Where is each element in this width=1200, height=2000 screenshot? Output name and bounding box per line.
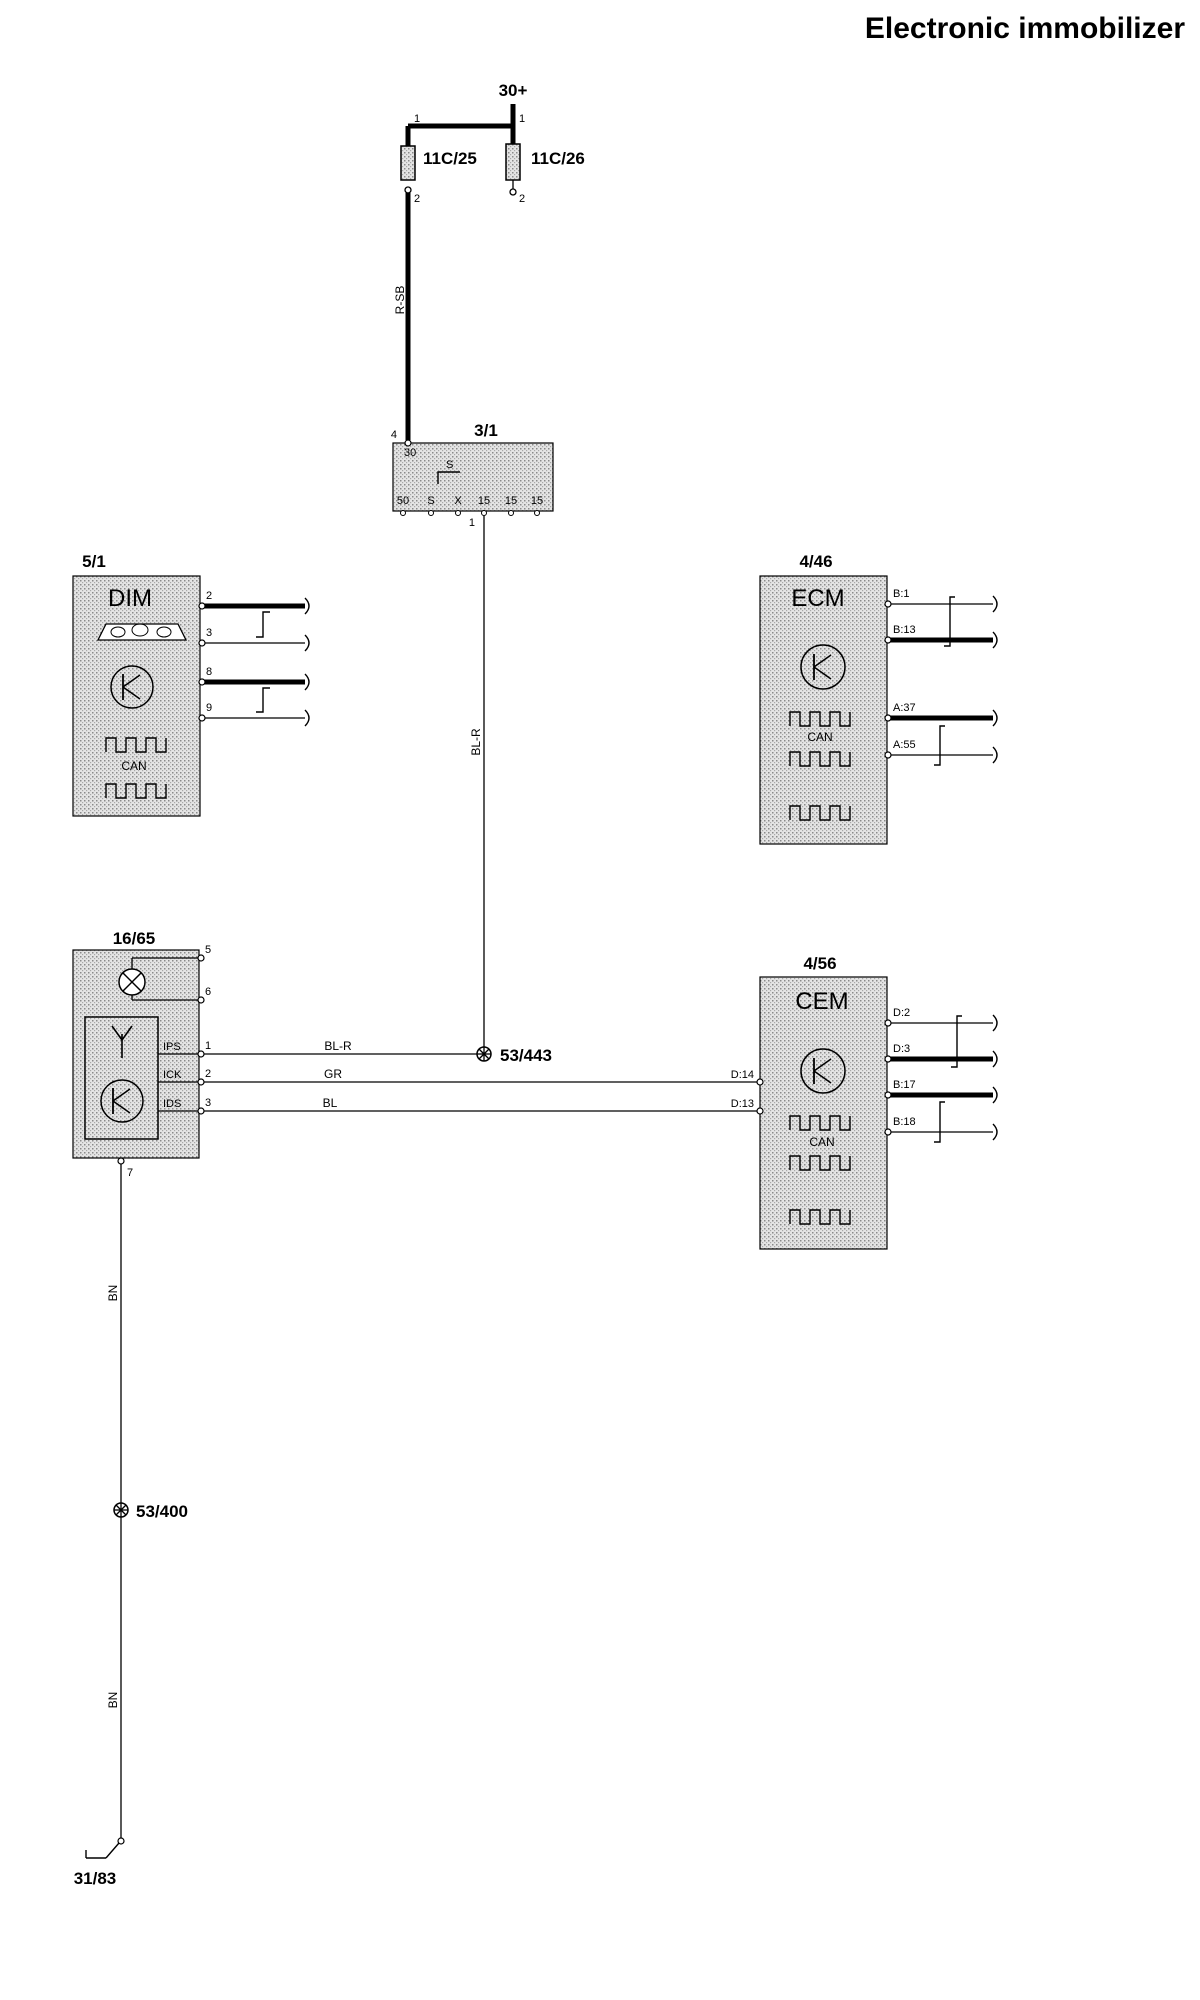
relay-pin-out: 1 [469, 517, 475, 529]
dim-pin-label: 9 [206, 702, 212, 714]
dim-can-label: CAN [121, 759, 146, 773]
ecm-pin-label: A:37 [893, 702, 916, 714]
fuse-11c-25: 1 2 11C/25 [400, 113, 477, 205]
splice-53-443 [476, 1046, 492, 1062]
can-pulse-icon [789, 751, 851, 767]
dim-ref-label: 5/1 [82, 552, 106, 571]
cem-ref-label: 4/56 [803, 954, 836, 973]
ecm-module: 4/46 ECM CAN [759, 552, 888, 845]
fuse-11c-25-label: 11C/25 [423, 149, 477, 168]
wire-label-r-sb: R-SB [393, 286, 407, 315]
cem-in-pin-label: D:13 [731, 1098, 754, 1110]
transistor-icon [800, 1048, 846, 1094]
can-pulse-icon [105, 737, 167, 753]
transistor-icon [100, 1079, 144, 1123]
fuse-11c-26-label: 11C/26 [531, 149, 585, 168]
dim-module: 5/1 DIM CAN [72, 552, 201, 817]
splice-label: 53/400 [136, 1502, 188, 1521]
ground-label: 31/83 [74, 1869, 117, 1888]
dim-pin-label: 2 [206, 590, 212, 602]
supply-label: 30+ [499, 81, 528, 100]
cem-pin-label: B:18 [893, 1116, 916, 1128]
relay-terminal: 15 [531, 495, 543, 507]
ground-symbol [85, 1837, 125, 1859]
wire-label-bn-lower: BN [106, 1692, 120, 1709]
can-pulse-icon [105, 783, 167, 799]
lamp-icon [118, 968, 146, 996]
cem-can-label: CAN [809, 1135, 834, 1149]
signal-ips-label: IPS [163, 1041, 181, 1053]
splice-53-400 [113, 1502, 129, 1518]
immobilizer-pin-label: 1 [205, 1040, 211, 1052]
immobilizer-pin-label: 6 [205, 986, 211, 998]
ecm-can-label: CAN [807, 730, 832, 744]
dim-pin-label: 3 [206, 627, 212, 639]
diagram-title: Electronic immobilizer [865, 12, 1185, 45]
ecm-pin-label: B:1 [893, 588, 910, 600]
cem-in-pin-label: D:14 [731, 1069, 754, 1081]
relay-label: 3/1 [474, 421, 498, 440]
immobilizer-pin-label: 3 [205, 1097, 211, 1109]
splice-label: 53/443 [500, 1046, 552, 1065]
cem-pin-label: D:3 [893, 1043, 910, 1055]
relay-terminal: 15 [478, 495, 490, 507]
transistor-icon [800, 644, 846, 690]
relay-inner-label: S [446, 459, 453, 471]
dim-name: DIM [108, 585, 152, 612]
can-pulse-icon [789, 711, 851, 727]
ecm-name: ECM [791, 585, 844, 612]
wire-label-ids: BL [323, 1096, 338, 1110]
ecm-ref-label: 4/46 [799, 552, 832, 571]
ecm-pin-label: A:55 [893, 739, 916, 751]
relay-top-terminal: 30 [404, 447, 416, 459]
can-pulse-icon [789, 1155, 851, 1171]
wire-label-bn-upper: BN [106, 1285, 120, 1302]
signal-ids-label: IDS [163, 1098, 181, 1110]
dim-pin-label: 8 [206, 666, 212, 678]
relay-pin-in: 4 [391, 429, 397, 441]
ecm-pin-label: B:13 [893, 624, 916, 636]
can-pulse-icon [789, 805, 851, 821]
fuse-11c-25-pin-bottom: 2 [414, 193, 420, 205]
cem-name: CEM [795, 988, 848, 1015]
fuse-11c-26-pin-bottom: 2 [519, 193, 525, 205]
immobilizer-pin-label: 2 [205, 1068, 211, 1080]
fuse-11c-26-pin-top: 1 [519, 113, 525, 125]
immobilizer-module: 16/65 IPS ICK IDS [72, 929, 200, 1159]
immobilizer-pins: 5 6 1 2 3 7 [117, 944, 211, 1179]
relay-3-1: 3/1 4 30 S 50 S X 15 15 15 1 [391, 421, 554, 529]
display-icon [96, 623, 188, 641]
can-pulse-icon [789, 1115, 851, 1131]
cem-module: 4/56 CEM CAN [759, 954, 888, 1250]
immobilizer-ref-label: 16/65 [113, 929, 156, 948]
wire-label-bl-r-vertical: BL-R [469, 728, 483, 756]
dim-pins: 2 3 8 9 [198, 590, 310, 727]
fuse-11c-26: 1 2 11C/26 [505, 113, 585, 205]
cem-input-pins: D:14 D:13 [731, 1069, 764, 1115]
transistor-icon [110, 665, 154, 709]
signal-ick-label: ICK [163, 1069, 182, 1081]
relay-terminal: 50 [397, 495, 409, 507]
wire-label-ick: GR [324, 1067, 342, 1081]
cem-pins: D:2 D:3 B:17 B:18 [884, 1007, 998, 1143]
relay-terminal: X [454, 495, 462, 507]
relay-terminal: S [427, 495, 434, 507]
relay-terminal-row: 50 S X 15 15 15 [397, 495, 543, 516]
immobilizer-pin-label: 5 [205, 944, 211, 956]
can-pulse-icon [789, 1209, 851, 1225]
antenna-icon [111, 1025, 133, 1058]
cem-pin-label: D:2 [893, 1007, 910, 1019]
ecm-pins: B:1 B:13 A:37 A:55 [884, 588, 998, 766]
fuse-11c-25-pin-top: 1 [414, 113, 420, 125]
cem-pin-label: B:17 [893, 1079, 916, 1091]
relay-terminal: 15 [505, 495, 517, 507]
wire-label-ips: BL-R [324, 1039, 352, 1053]
immobilizer-pin-label: 7 [127, 1167, 133, 1179]
